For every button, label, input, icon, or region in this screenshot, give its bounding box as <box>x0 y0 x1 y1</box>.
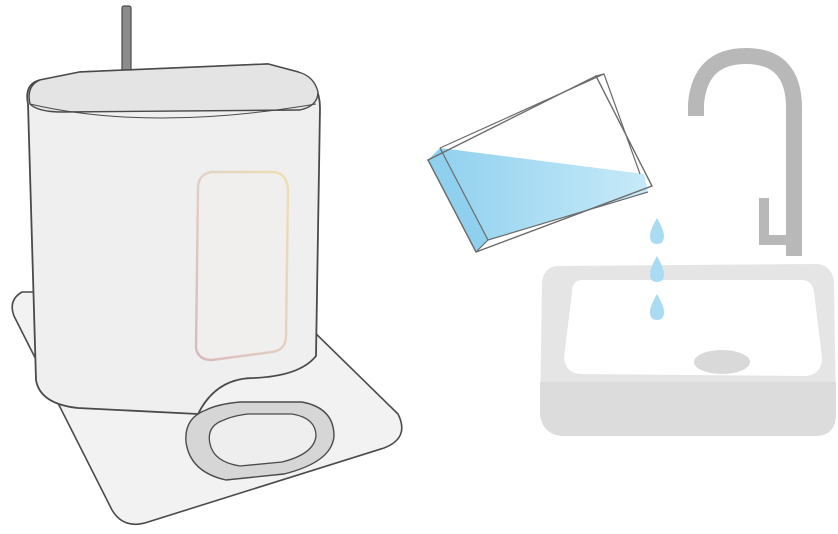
antenna <box>122 6 131 80</box>
display-panel <box>196 172 288 360</box>
device-on-dock <box>12 6 402 524</box>
faucet <box>688 56 794 256</box>
sink <box>540 264 836 436</box>
sink-bowl <box>564 280 822 376</box>
sink-scene <box>428 56 836 436</box>
water-container <box>428 74 652 252</box>
water-drops <box>650 218 664 320</box>
water-drop-icon <box>650 218 664 244</box>
water-drop-icon <box>650 256 664 282</box>
sink-drain <box>694 350 750 374</box>
